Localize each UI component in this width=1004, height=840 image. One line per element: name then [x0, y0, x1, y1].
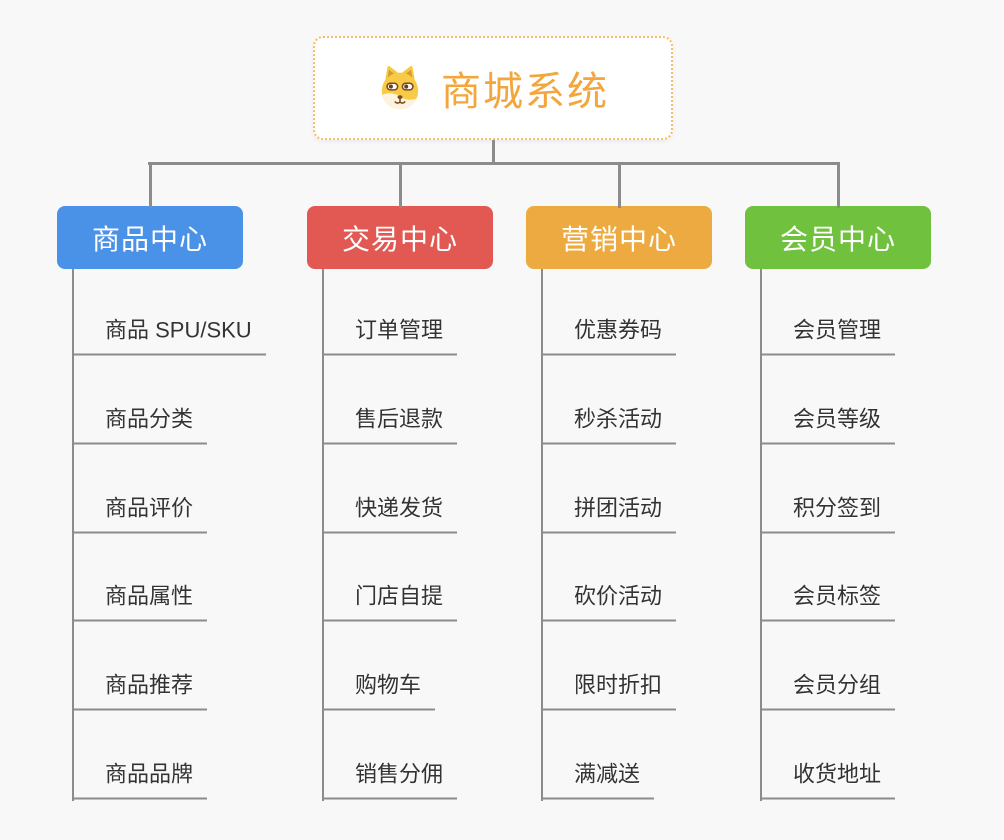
- branch-label: 营销中心: [560, 223, 677, 255]
- branch-spine-member: [760, 269, 762, 801]
- connector-horizontal: [148, 162, 839, 165]
- leaf-marketing-1[interactable]: 秒杀活动: [541, 406, 677, 444]
- leaf-product-4[interactable]: 商品推荐: [72, 672, 208, 710]
- leaf-trade-3[interactable]: 门店自提: [322, 583, 458, 621]
- branch-spine-marketing: [541, 269, 543, 801]
- branch-label: 交易中心: [341, 223, 458, 255]
- leaf-member-3[interactable]: 会员标签: [760, 583, 896, 621]
- leaf-trade-1[interactable]: 售后退款: [322, 406, 458, 444]
- leaf-product-1[interactable]: 商品分类: [72, 406, 208, 444]
- leaf-member-2[interactable]: 积分签到: [760, 495, 896, 533]
- branch-product: 商品中心商品 SPU/SKU 商品分类商品评价商品属性商品推荐商品品牌: [57, 206, 307, 821]
- leaf-trade-5[interactable]: 销售分佣: [322, 761, 458, 799]
- leaf-trade-2[interactable]: 快递发货: [322, 495, 458, 533]
- leaf-marketing-5[interactable]: 满减送: [541, 761, 655, 799]
- leaf-marketing-3[interactable]: 砍价活动: [541, 583, 677, 621]
- branch-label: 商品中心: [91, 223, 208, 255]
- leaf-member-0[interactable]: 会员管理: [760, 317, 896, 355]
- leaf-marketing-4[interactable]: 限时折扣: [541, 672, 677, 710]
- connector-drop-member: [836, 162, 840, 208]
- branch-member: 会员中心会员管理会员等级积分签到会员标签会员分组收货地址: [745, 206, 995, 821]
- branch-header-product[interactable]: 商品中心: [57, 206, 243, 269]
- connector-root-stub: [492, 140, 495, 164]
- dog-face-icon: [377, 64, 423, 112]
- leaf-product-3[interactable]: 商品属性: [72, 583, 208, 621]
- leaf-trade-0[interactable]: 订单管理: [322, 317, 458, 355]
- branch-spine-product: [72, 269, 74, 801]
- leaf-marketing-2[interactable]: 拼团活动: [541, 495, 677, 533]
- root-node[interactable]: 商城系统: [313, 36, 673, 140]
- leaf-member-1[interactable]: 会员等级: [760, 406, 896, 444]
- root-title: 商城系统: [441, 70, 609, 114]
- branch-header-trade[interactable]: 交易中心: [307, 206, 493, 269]
- leaf-member-4[interactable]: 会员分组: [760, 672, 896, 710]
- leaf-marketing-0[interactable]: 优惠券码: [541, 317, 677, 355]
- leaf-product-0[interactable]: 商品 SPU/SKU: [72, 317, 266, 355]
- branch-label: 会员中心: [779, 223, 896, 255]
- branch-header-member[interactable]: 会员中心: [745, 206, 931, 269]
- leaf-member-5[interactable]: 收货地址: [760, 761, 896, 799]
- connector-drop-trade: [398, 162, 402, 208]
- connector-drop-product: [148, 162, 152, 208]
- leaf-product-2[interactable]: 商品评价: [72, 495, 208, 533]
- leaf-trade-4[interactable]: 购物车: [322, 672, 436, 710]
- branch-header-marketing[interactable]: 营销中心: [526, 206, 712, 269]
- connector-drop-marketing: [617, 162, 621, 208]
- branch-trade: 交易中心订单管理售后退款快递发货门店自提购物车销售分佣: [307, 206, 557, 821]
- leaf-product-5[interactable]: 商品品牌: [72, 761, 208, 799]
- branch-spine-trade: [322, 269, 324, 801]
- branch-marketing: 营销中心优惠券码秒杀活动拼团活动砍价活动限时折扣满减送: [526, 206, 776, 821]
